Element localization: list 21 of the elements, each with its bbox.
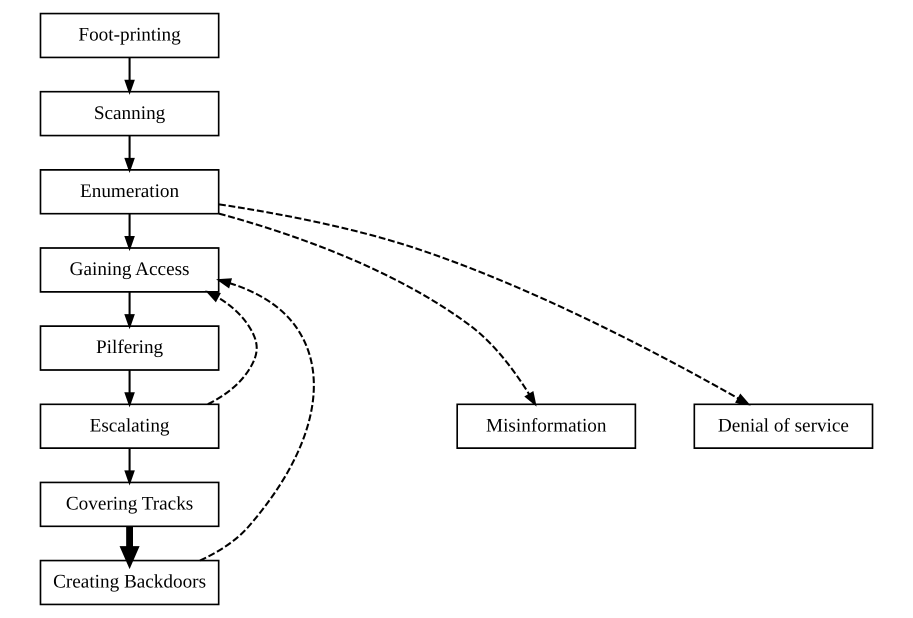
arrow — [124, 370, 135, 408]
arrow — [124, 448, 135, 486]
arrow — [218, 203, 751, 406]
arrow — [124, 292, 135, 330]
node-box: Enumeration — [40, 169, 220, 215]
arrow — [124, 58, 135, 95]
node-box: Escalating — [40, 403, 220, 449]
arrow — [124, 136, 135, 173]
node-box: Pilfering — [40, 325, 220, 371]
arrow — [218, 212, 537, 407]
node-box: Denial of service — [694, 403, 874, 449]
arrow — [205, 290, 258, 406]
node-box: Misinformation — [456, 403, 636, 449]
node-box: Covering Tracks — [40, 482, 220, 528]
node-box: Foot-printing — [40, 12, 220, 58]
arrow — [199, 278, 315, 562]
arrow — [120, 526, 140, 570]
node-box: Creating Backdoors — [40, 560, 220, 606]
node-box: Gaining Access — [40, 247, 220, 293]
arrow — [124, 214, 135, 252]
node-box: Scanning — [40, 90, 220, 136]
